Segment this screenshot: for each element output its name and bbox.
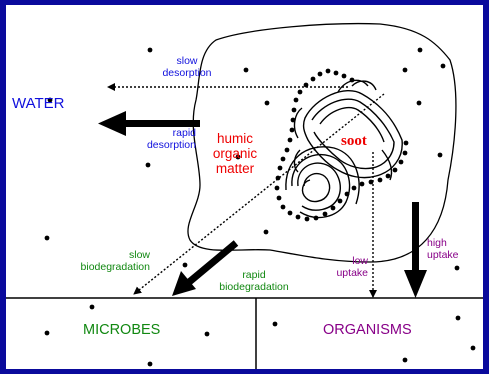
diagram-panel [6,5,483,369]
high-uptake-label: high uptake [427,238,459,261]
slow-desorption-label: slow desorption [160,56,214,79]
low-uptake-label: low uptake [326,256,368,279]
humic-organic-matter-label: humic organic matter [204,132,266,177]
microbes-label: MICROBES [83,323,160,339]
water-label: WATER [12,96,65,113]
slow-biodegradation-label: slow biodegradation [58,250,150,273]
organisms-label: ORGANISMS [323,323,412,339]
soot-label: soot [341,133,367,150]
rapid-desorption-label: rapid desorption [138,128,196,151]
rapid-biodegradation-label: rapid biodegradation [206,270,302,293]
